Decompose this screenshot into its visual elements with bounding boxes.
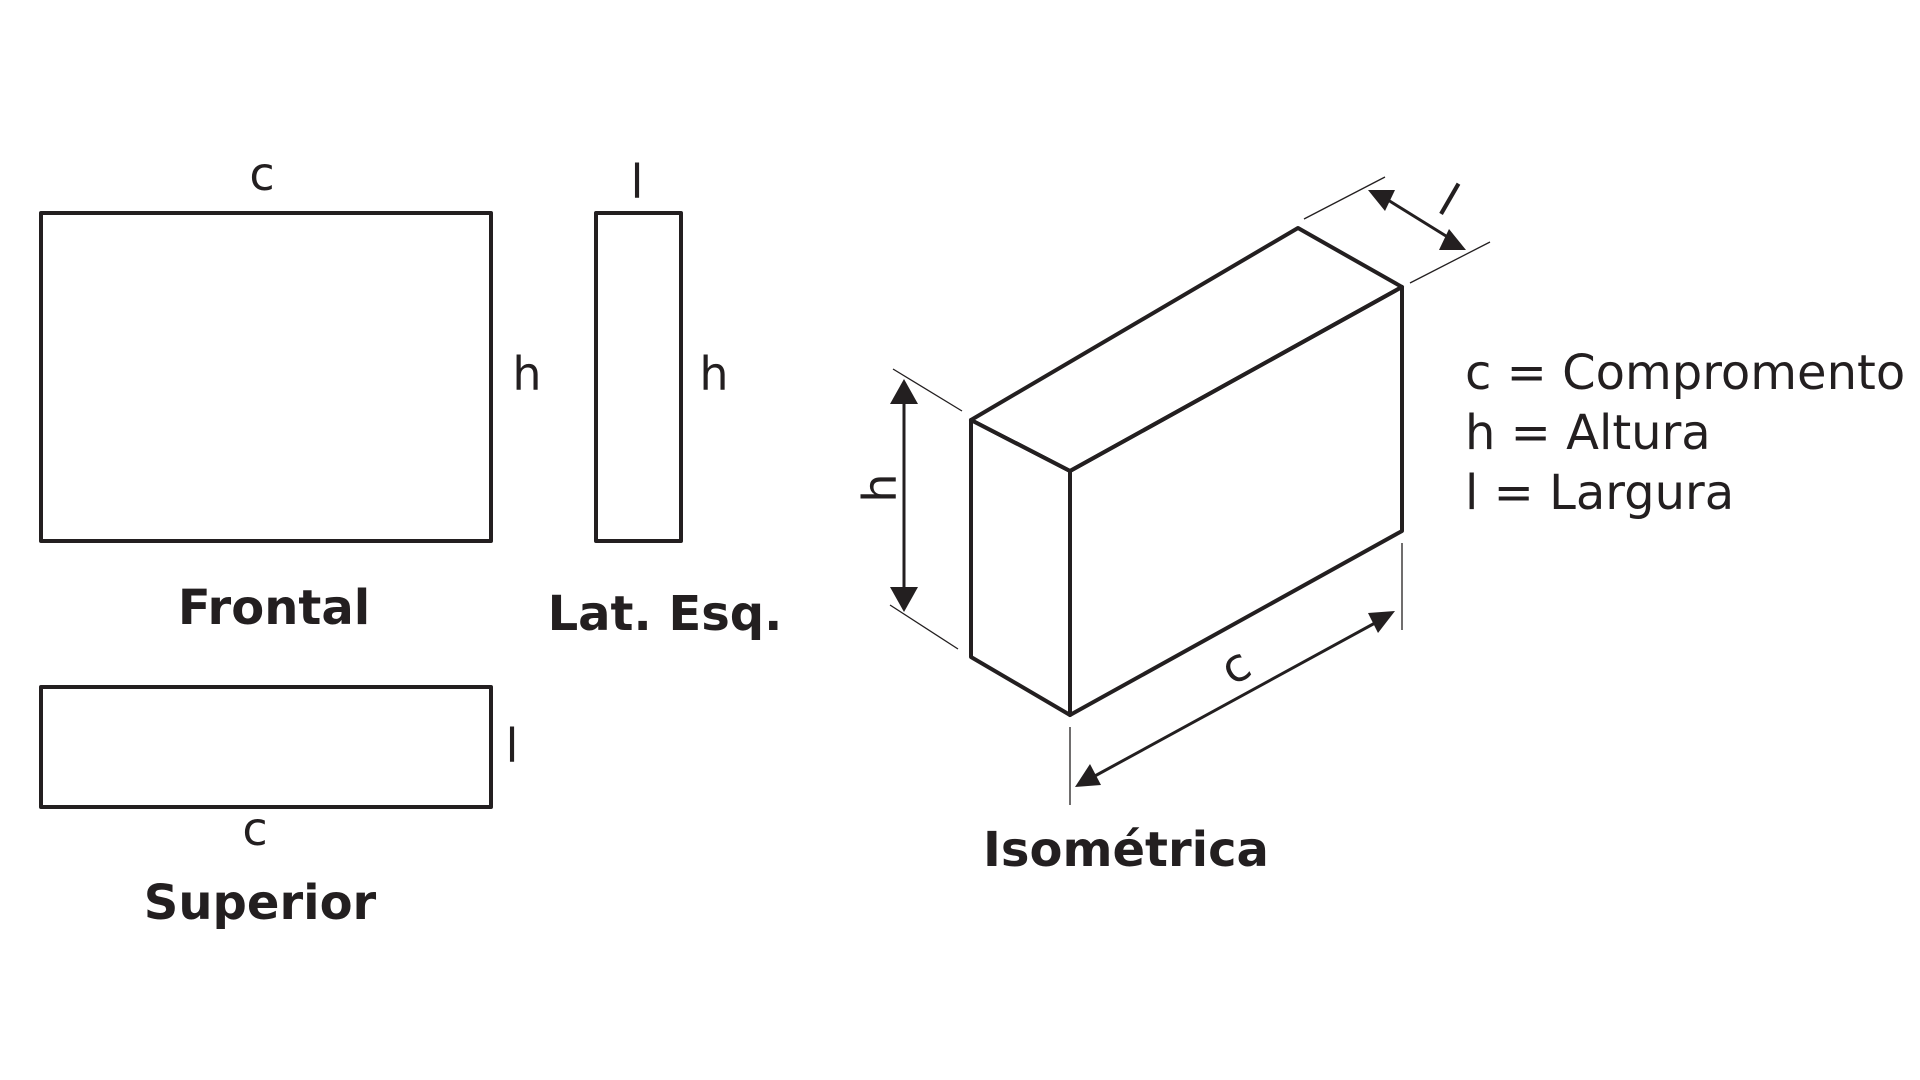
height-arrow-top (890, 379, 918, 404)
length-arrow-right (1368, 611, 1395, 633)
width-arrow-bottom (1439, 229, 1466, 250)
width-extension-line-bottom (1409, 241, 1491, 284)
lateral-height-label: h (699, 347, 728, 401)
legend-item-length: c = Compromento (1465, 345, 1905, 401)
length-dimension-line (1092, 621, 1376, 779)
isometric-height-label: h (853, 473, 907, 502)
lateral-width-label: l (631, 155, 644, 209)
isometric-height-dimension: h (853, 368, 963, 650)
lateral-view-rectangle (594, 211, 683, 543)
superior-length-label: c (242, 802, 267, 856)
height-extension-line-top (892, 368, 963, 412)
width-dimension-line (1387, 198, 1447, 238)
isometric-view: h c l Isométrica (853, 174, 1491, 878)
isometric-width-label: l (1430, 174, 1468, 227)
legend: c = Compromento h = Altura l = Largura (1465, 345, 1905, 521)
height-arrow-bottom (890, 587, 918, 612)
frontal-view-caption: Frontal (178, 580, 370, 636)
length-arrow-left (1075, 764, 1101, 787)
frontal-view-rectangle (39, 211, 493, 543)
isometric-length-label: c (1211, 636, 1259, 695)
superior-depth-label: l (506, 719, 519, 773)
isometric-view-caption: Isométrica (983, 822, 1269, 878)
lateral-view-caption: Lat. Esq. (548, 586, 783, 642)
superior-view-rectangle (39, 685, 493, 809)
superior-view: l c Superior (39, 685, 519, 931)
legend-item-width: l = Largura (1465, 465, 1734, 521)
legend-item-height: h = Altura (1465, 405, 1711, 461)
isometric-top-face (969, 226, 1404, 473)
isometric-length-dimension: c (1069, 543, 1403, 805)
isometric-width-dimension: l (1303, 174, 1491, 284)
frontal-length-label: c (249, 147, 274, 201)
frontal-view: c h Frontal (39, 147, 542, 636)
lateral-view: l h Lat. Esq. (548, 155, 783, 642)
frontal-height-label: h (512, 347, 541, 401)
width-extension-line-top (1303, 176, 1386, 220)
superior-view-caption: Superior (144, 875, 377, 931)
width-arrow-top (1368, 190, 1395, 211)
height-extension-line-bottom (889, 604, 959, 650)
